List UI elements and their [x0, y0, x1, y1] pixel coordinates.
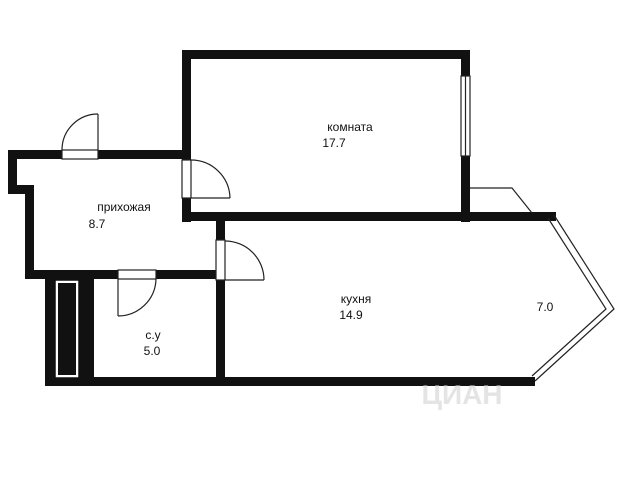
living-room-door-swing [190, 159, 231, 199]
hallway-area: 8.7 [89, 217, 106, 231]
balcony-ledge [470, 187, 533, 214]
ventilation-shaft [45, 279, 85, 386]
kitchen-door-swing [224, 240, 265, 281]
hallway-top-wall [8, 150, 191, 159]
entrance-door-frame [61, 149, 99, 160]
living-room-left-wall [182, 50, 191, 222]
kitchen-area: 14.9 [339, 308, 363, 322]
kitchen [45, 187, 615, 386]
bathroom-door-frame [117, 269, 157, 280]
bathroom-left-wall [85, 275, 94, 385]
kitchen-bottom-wall [45, 377, 535, 386]
bay-window-outer [534, 214, 615, 382]
balcony-area: 7.0 [537, 300, 554, 314]
bathroom-door-swing [117, 278, 157, 317]
entrance-door-swing [61, 113, 99, 151]
hallway [8, 113, 231, 279]
bathroom-name: с.у [145, 328, 160, 342]
living-room-area: 17.7 [322, 136, 346, 150]
kitchen-name: кухня [341, 292, 372, 306]
kitchen-top-wall [216, 212, 556, 221]
bay-window-inner [531, 217, 607, 377]
hallway-left-wall-lower [25, 185, 34, 279]
living-room-name: комната [327, 120, 373, 134]
kitchen-door-frame [215, 239, 226, 281]
hallway-left-wall-upper [8, 150, 17, 194]
kitchen-left-wall [216, 212, 225, 382]
bathroom [85, 269, 157, 385]
watermark-logo: ЦИАН [421, 379, 502, 410]
bathroom-area: 5.0 [144, 344, 161, 358]
living-room-door-frame [181, 159, 192, 199]
hallway-name: прихожая [97, 200, 150, 214]
living-room-top-wall [182, 50, 470, 59]
